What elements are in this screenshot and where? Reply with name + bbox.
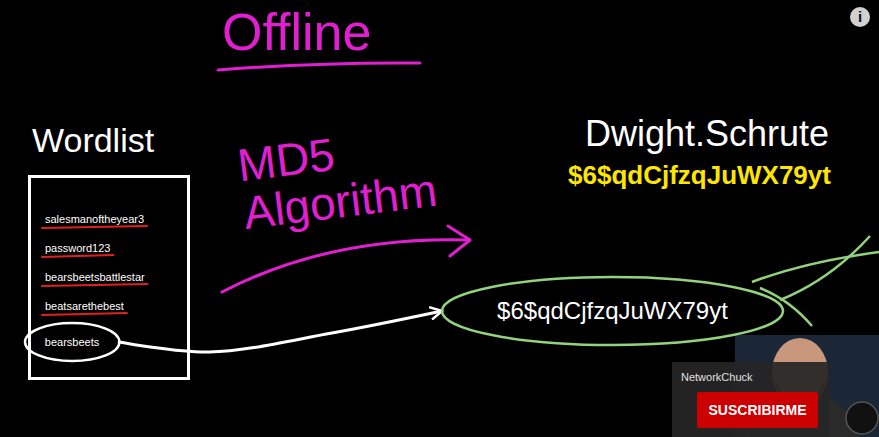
strike-mark [42,313,127,315]
user-name: Dwight.Schrute [585,114,829,154]
page-title: Offline [222,4,371,60]
green-stroke [752,252,879,282]
ellipse-shape [25,323,119,361]
algorithm-arrow [222,240,468,292]
strike-mark [42,255,113,257]
strike-mark [42,226,147,228]
hash-text: $6$qdCjfzqJuWX79yt [497,297,728,325]
wordlist-entry: bearsbeets [45,336,99,349]
wordlist-entry: salesmanoftheyear3 [45,213,144,226]
wordlist-box: bearsbeetsWordlistsalesmanoftheyear3pass… [28,175,190,380]
channel-name: NetworkChuck [681,371,753,384]
selected-word-circle: bearsbeets [23,321,121,363]
channel-logo [846,402,878,434]
wordlist-entry: password123 [45,242,110,255]
green-stroke [760,288,812,326]
list-heading: Wordlist [32,120,154,160]
subscribe-button: SUSCRIBIRME [697,392,818,428]
info-icon [850,7,870,27]
ellipse-shape [442,277,783,345]
flow-arrow [119,311,442,352]
title-underline [218,63,420,70]
algorithm-note: MD5 Algorithm [235,115,465,237]
wordlist-entry: beatsarethebest [45,300,124,313]
button-label: SUSCRIBIRME [708,401,806,419]
hash-value: $6$qdCjfzqJuWX79yt [568,160,831,190]
hash-ellipse: $6$qdCjfzqJuWX79yt [440,275,785,347]
strike-mark [42,284,148,286]
green-stroke [780,236,870,300]
wordlist-entry: bearsbeetsbattlestar [45,271,145,284]
channel-panel: SUSCRIBIRME NetworkChuck [672,362,830,437]
info-icon-letter: i [855,7,865,27]
algorithm-arrowhead [448,226,470,256]
